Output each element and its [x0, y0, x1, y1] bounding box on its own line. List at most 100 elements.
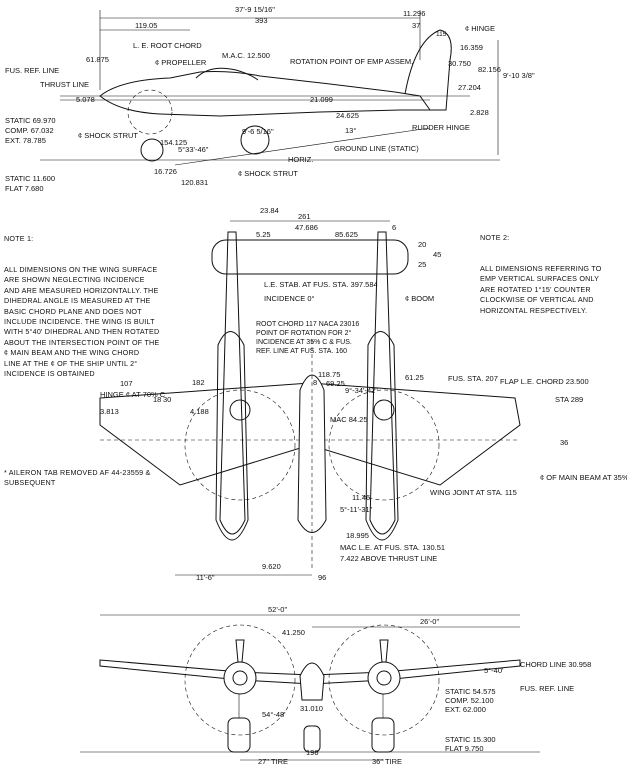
dim-154125-label: 154.125: [160, 138, 187, 147]
overall-length-label: 37'-9 15/16": [235, 5, 275, 14]
dim-120831-label: 120.831: [181, 178, 208, 187]
left-nacelle: [215, 331, 249, 541]
static-upper-3: EXT. 78.785: [5, 136, 46, 145]
angle-54-48-label: 54°-48': [262, 710, 286, 719]
angle-9-34-label: 9°-34'-42": [345, 386, 378, 395]
nose-wheel: [140, 138, 164, 162]
left-prop-disc: [184, 389, 296, 501]
dim-2828-label: 2.828: [470, 108, 489, 117]
right-prop-disc-front: [328, 624, 440, 736]
dim-11-6-label: 11'-6": [196, 573, 215, 582]
incidence-label: INCIDENCE 0°: [264, 294, 315, 303]
dim-115-label: 115: [436, 31, 447, 38]
angle-5-33-label: 5°33'-46": [178, 145, 209, 154]
prop-disc: [127, 89, 173, 135]
horizontal-stabilizer: [211, 239, 409, 275]
dim-1146-label: 11.46: [352, 493, 370, 502]
root-chord-note-text: ROOT CHORD 117 NACA 23016 POINT OF ROTAT…: [256, 321, 360, 355]
tail-clearance-line: [174, 127, 431, 166]
flap-le-chord-label: FLAP L.E. CHORD 23.500: [500, 377, 589, 386]
left-nacelle-front: [223, 661, 257, 695]
dim-85625-label: 85.625: [335, 230, 358, 239]
shock-strut-2-label: ¢ SHOCK STRUT: [238, 169, 298, 178]
angle-5-11-label: 5°-11'-31": [340, 505, 373, 514]
left-prop-disc-front: [184, 624, 296, 736]
dim-16726-label: 16.726: [154, 167, 177, 176]
dim-21099-label: 21.099: [310, 95, 333, 104]
dim-393-label: 393: [255, 16, 268, 25]
fus-ref-line-front-label: FUS. REF. LINE: [520, 684, 574, 693]
root-chord-note: ROOT CHORD 117 NACA 23016 POINT OF ROTAT…: [256, 321, 360, 355]
main-beam-label: ¢ OF MAIN BEAM AT 35% C. STRAIGHT LINE: [540, 473, 627, 482]
tire-27-label: 27" TIRE: [258, 757, 288, 766]
note-2-title: NOTE 2:: [480, 232, 510, 242]
vertical-tail: [404, 29, 452, 111]
wing-outline: [99, 382, 521, 486]
dim-18-label: 18: [153, 395, 161, 404]
note-2-body: ALL DIMENSIONS REFERRING TO EMP VERTICAL…: [480, 264, 602, 315]
dim-18995-label: 18.995: [346, 531, 369, 540]
dim-198-label: 198: [306, 748, 319, 757]
dim-41250-label: 41.250: [282, 628, 305, 637]
dim-25-label: 25: [418, 260, 426, 269]
left-spinner: [229, 399, 251, 421]
mac-le-2-label: 7.422 ABOVE THRUST LINE: [340, 554, 437, 563]
tire-36-label: 36" TIRE: [372, 757, 402, 766]
dim-30-label: 30: [163, 395, 171, 404]
dim-47686-label: 47.686: [295, 223, 318, 232]
dim-24625-label: 24.625: [336, 111, 359, 120]
span-label: 52'-0": [268, 605, 287, 614]
right-spinner: [373, 399, 395, 421]
right-prop-disc: [328, 389, 440, 501]
dim-2384-label: 23.84: [260, 206, 279, 215]
le-root-chord-label: L. E. ROOT CHORD: [133, 41, 202, 50]
dim-9-6-label: 9'-6 5/16": [242, 127, 274, 136]
left-boom: [219, 231, 246, 535]
hinge-label: ¢ HINGE: [465, 24, 495, 33]
canopy: [195, 67, 259, 81]
mac-label: MAC 84.25: [330, 415, 368, 424]
rudder-hinge-label: RUDDER HINGE: [412, 123, 470, 132]
fus-ref-line-label: FUS. REF. LINE: [5, 66, 59, 75]
right-nacelle-front: [367, 661, 401, 695]
dim-16359-label: 16.359: [460, 43, 483, 52]
dim-5078-label: 5.078: [76, 95, 95, 104]
boom-label: ¢ BOOM: [405, 294, 434, 303]
angle-5-40-label: 5°-40': [484, 666, 504, 675]
rotation-point-label: ROTATION POINT OF EMP ASSEM.: [290, 57, 413, 66]
gondola-front: [299, 662, 325, 701]
horiz-label: HORIZ.: [288, 155, 313, 164]
dim-107-label: 107: [120, 379, 133, 388]
fuselage-outline: [99, 71, 431, 117]
dim-9620-label: 9.620: [262, 562, 281, 571]
dim-37-label: 37: [412, 21, 420, 30]
fus-sta-207-label: FUS. STA. 207: [448, 374, 498, 383]
dim-6925-label: 69.25: [326, 379, 345, 388]
note-1-body: ALL DIMENSIONS ON THE WING SURFACE ARE S…: [4, 265, 160, 379]
half-span-label: 26'-0": [420, 617, 439, 626]
angle-13-label: 13°: [345, 126, 356, 135]
note-1-title: NOTE 1:: [4, 233, 34, 243]
right-nacelle: [365, 331, 399, 541]
dim-27204-label: 27.204: [458, 83, 481, 92]
propeller-label: ¢ PROPELLER: [155, 58, 207, 67]
aileron-note: * AILERON TAB REMOVED AF 44-23559 & SUBS…: [4, 468, 153, 488]
dim-45-label: 45: [433, 250, 441, 259]
left-spinner-front: [232, 670, 248, 686]
note-1: NOTE 1: ALL DIMENSIONS ON THE WING SURFA…: [4, 213, 204, 390]
wing-front-outline: [99, 659, 521, 685]
left-fin-front: [235, 639, 245, 663]
dim-4188-label: 4.188: [190, 407, 209, 416]
right-fin-front: [379, 639, 389, 663]
dim-11296-label: 11.296: [403, 9, 425, 18]
dim-8-label: 8: [313, 378, 317, 387]
note-2: NOTE 2: ALL DIMENSIONS REFERRING TO EMP …: [480, 212, 625, 326]
dim-182-label: 182: [192, 378, 205, 387]
chord-line-label: CHORD LINE 30.958: [520, 660, 591, 669]
static-upper-1: STATIC 69.970: [5, 116, 56, 125]
mac-le-label: MAC L.E. AT FUS. STA. 130.51: [340, 543, 445, 552]
height-label: 9'-10 3/8": [503, 71, 535, 80]
static-lower-front-2: FLAT 9.750: [445, 744, 484, 753]
static-upper-front-2: COMP. 52.100: [445, 696, 494, 705]
